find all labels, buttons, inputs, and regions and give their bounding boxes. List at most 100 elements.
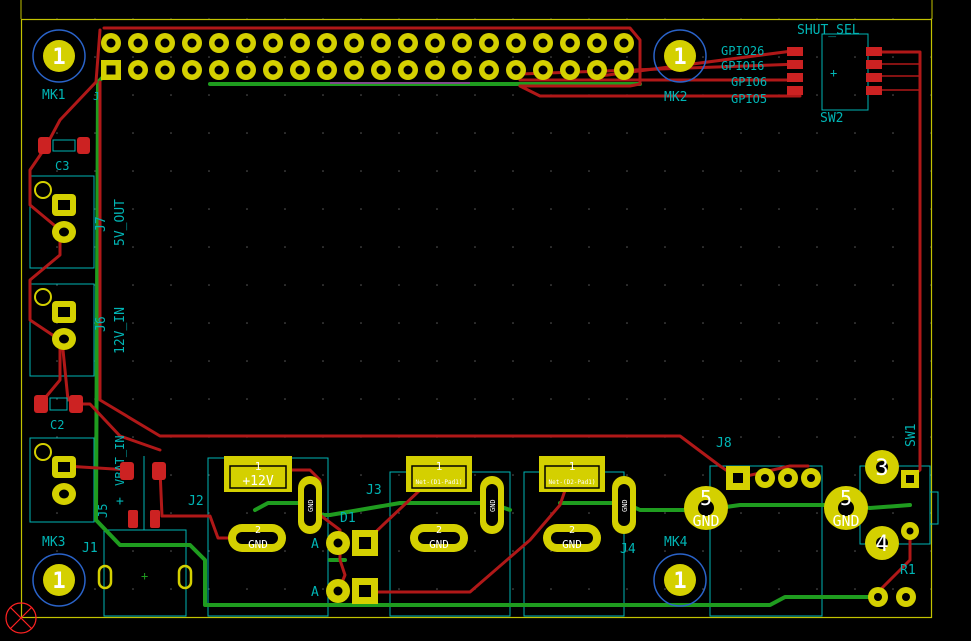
header-pin-hole [133,38,143,48]
header-pin-hole [295,38,305,48]
capacitor-c2[interactable] [34,395,83,413]
resistor-r1[interactable] [868,587,916,607]
terminal-block-1[interactable]: 1 +12V 2 GND GND [224,456,322,552]
j3-ref: J3 [366,483,382,498]
header-pin-hole [430,38,440,48]
header-pin-hole [106,38,116,48]
t1-gnd: GND [248,538,268,551]
connector-j8[interactable] [726,466,821,490]
header-pin-hole [484,38,494,48]
gnd-pad-a-num: 5 [700,486,712,510]
header-pin-hole [511,38,521,48]
gpio-label-1: GPIO26 [721,44,764,58]
header-pin-hole [268,38,278,48]
header-pin-hole [322,65,332,75]
header-pin-hole [457,65,467,75]
sw2-pads-right [866,47,882,95]
j7-ref: J7 [94,216,109,232]
d1-anode: A [311,537,319,552]
j1-ref: J1 [82,541,98,556]
t2-gnd: GND [429,538,449,551]
header-pin-hole [295,65,305,75]
t1-net: +12V [242,474,273,489]
header-pin-hole [457,38,467,48]
mount-hole-mk3[interactable]: 1 [32,553,86,607]
d2-anode: A [311,585,319,600]
mk3-pad-number: 1 [52,569,65,594]
diode-d1[interactable] [326,530,378,556]
sw1-pad4: 4 [875,532,888,557]
d1-ref: D1 [340,511,356,526]
header-pin-hole [538,38,548,48]
header-pin-hole [160,65,170,75]
plus-marker: + [116,494,124,509]
sel-fanout [878,51,920,91]
drc-marker-icon[interactable] [5,602,37,634]
header-pin-hole [376,38,386,48]
sw2-pads-left [787,47,803,95]
header-pin-hole [511,65,521,75]
header-pin-hole [619,65,629,75]
t3-pin1: 1 [569,460,576,473]
header-pin-hole [268,65,278,75]
mount-hole-mk1[interactable]: 1 [32,29,86,83]
sw2-center-mark: + [830,66,837,80]
capacitor-c3[interactable] [38,137,90,154]
t3-net: Net-(D2-Pad1) [549,479,596,486]
j2-ref: J2 [188,494,204,509]
t1-pin2: 2 [255,525,261,536]
header-pin-hole [160,38,170,48]
header-pin-hole [430,65,440,75]
mk4-pad-number: 1 [673,569,686,594]
header-pin-hole [538,65,548,75]
sw2-ref: SW2 [820,111,843,126]
t1-side-gnd: GND [307,499,315,512]
gnd-pad-a-net: GND [692,512,719,530]
diode-d2[interactable] [326,578,378,604]
header-pin-hole [241,38,251,48]
t1-pin1: 1 [255,460,262,473]
header-pin-hole [187,38,197,48]
t2-pin1: 1 [436,460,443,473]
connector-j7[interactable] [34,181,76,243]
j5-ref: J5 [96,504,110,518]
header-pin-hole [349,38,359,48]
j6-value: 12V_IN [113,307,128,354]
gnd-pad-b-num: 5 [840,486,852,510]
header-pin-hole [349,65,359,75]
c3-ref: C3 [55,159,69,173]
board-outline [20,18,933,619]
gnd-pad-a[interactable]: 5 GND [684,486,728,530]
connector-j1[interactable]: + [97,564,193,590]
gnd-pad-b[interactable]: 5 GND [824,486,868,530]
pin-header [101,33,634,80]
j1-center-mark: + [141,569,148,583]
switch-sw1[interactable]: 3 4 [865,450,939,560]
terminal-block-3[interactable]: 1 Net-(D2-Pad1) 2 GND GND [539,456,636,552]
mount-hole-mk4[interactable]: 1 [653,553,707,607]
switch-sw2[interactable]: + [787,47,882,95]
header-pin-hole [214,65,224,75]
header-pin-hole [106,65,116,75]
connector-j5[interactable] [34,443,76,505]
header-pin-hole [214,38,224,48]
header-pin-hole [565,65,575,75]
sw1-ref: SW1 [904,424,919,447]
gpio-label-2: GPIO16 [721,59,764,73]
c2-ref: C2 [50,418,64,432]
sw1-pad3: 3 [875,456,888,481]
mount-hole-mk2[interactable]: 1 [653,29,707,83]
gpio-label-4: GPIO5 [731,92,767,106]
header-pin-hole [322,38,332,48]
header-pin-hole [484,65,494,75]
j8-ref: J8 [716,436,732,451]
header-pin-hole [133,65,143,75]
mk3-ref: MK3 [42,535,65,550]
terminal-block-2[interactable]: 1 Net-(D1-Pad1) 2 GND GND [406,456,504,552]
header-pin-hole [241,65,251,75]
t2-pin2: 2 [436,525,442,536]
mk1-ref: MK1 [42,88,65,103]
header-pin-hole [592,38,602,48]
connector-j6[interactable] [34,288,76,350]
